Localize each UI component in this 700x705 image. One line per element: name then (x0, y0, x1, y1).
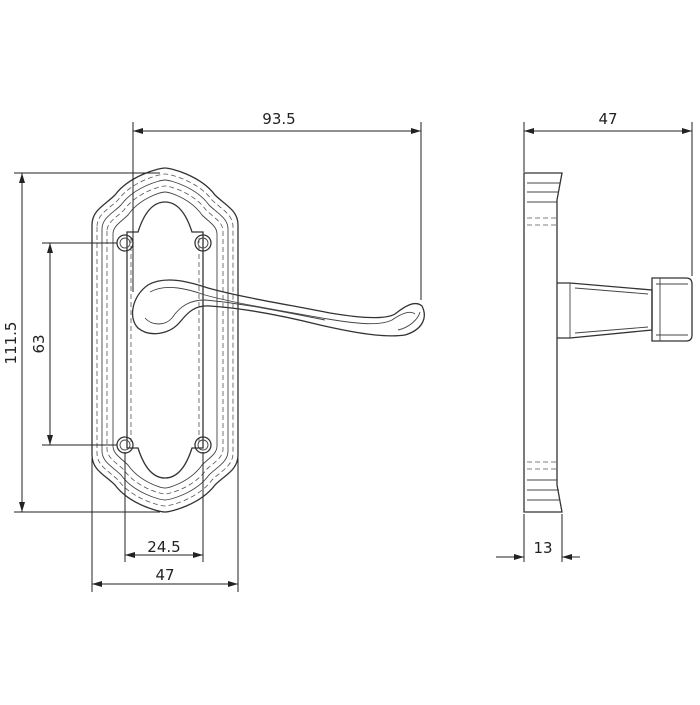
dim-label-plate-height: 111.5 (2, 322, 20, 365)
backplate-front (91, 167, 239, 513)
dim-plate-thickness: 13 (496, 514, 580, 562)
dim-plate-width: 47 (91, 458, 239, 592)
dim-label-plate-thickness: 13 (533, 539, 552, 557)
dim-label-screw-centres: 63 (30, 334, 48, 353)
dim-side-depth: 47 (523, 110, 693, 276)
screw-hole-top-right (194, 234, 212, 252)
dim-label-plate-width: 47 (155, 566, 174, 584)
side-view (523, 172, 693, 513)
dim-overall-width: 93.5 (132, 110, 422, 300)
dim-label-screw-spacing: 24.5 (147, 538, 180, 556)
dim-screw-spacing: 24.5 (124, 452, 204, 562)
dim-screw-centres: 63 (30, 242, 117, 446)
lever-handle-front (131, 279, 425, 337)
screw-hole-bottom-left (116, 436, 134, 454)
dim-label-overall-width: 93.5 (262, 110, 295, 128)
dim-plate-height: 111.5 (2, 172, 160, 513)
dim-label-side-depth: 47 (598, 110, 617, 128)
